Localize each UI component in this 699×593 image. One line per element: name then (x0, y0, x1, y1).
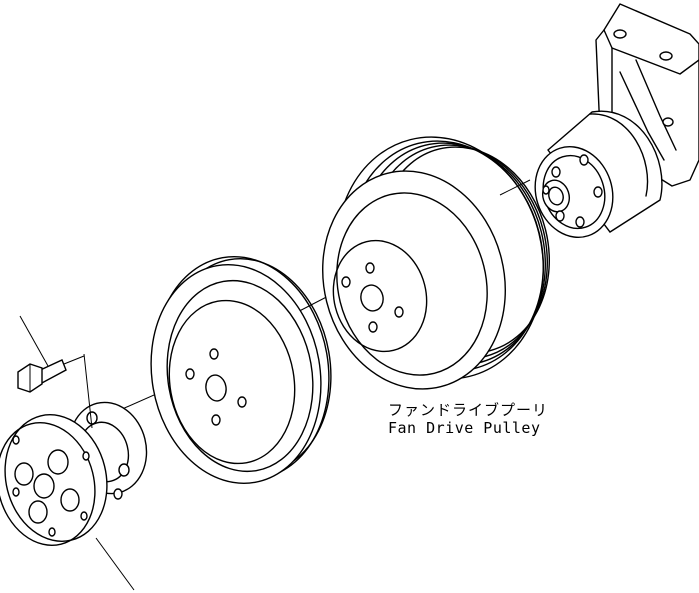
fan-drive-pulley-icon (322, 136, 550, 390)
bracket-housing-icon (534, 3, 699, 238)
front-pulley-icon (150, 255, 332, 485)
flange-bolt-icon (17, 355, 85, 393)
front-flange-plate-icon (0, 414, 108, 546)
leader-lines (19, 315, 135, 591)
callout-label-english: Fan Drive Pulley (388, 419, 541, 437)
callout-label-japanese: ファンドライブプーリ (388, 401, 549, 419)
